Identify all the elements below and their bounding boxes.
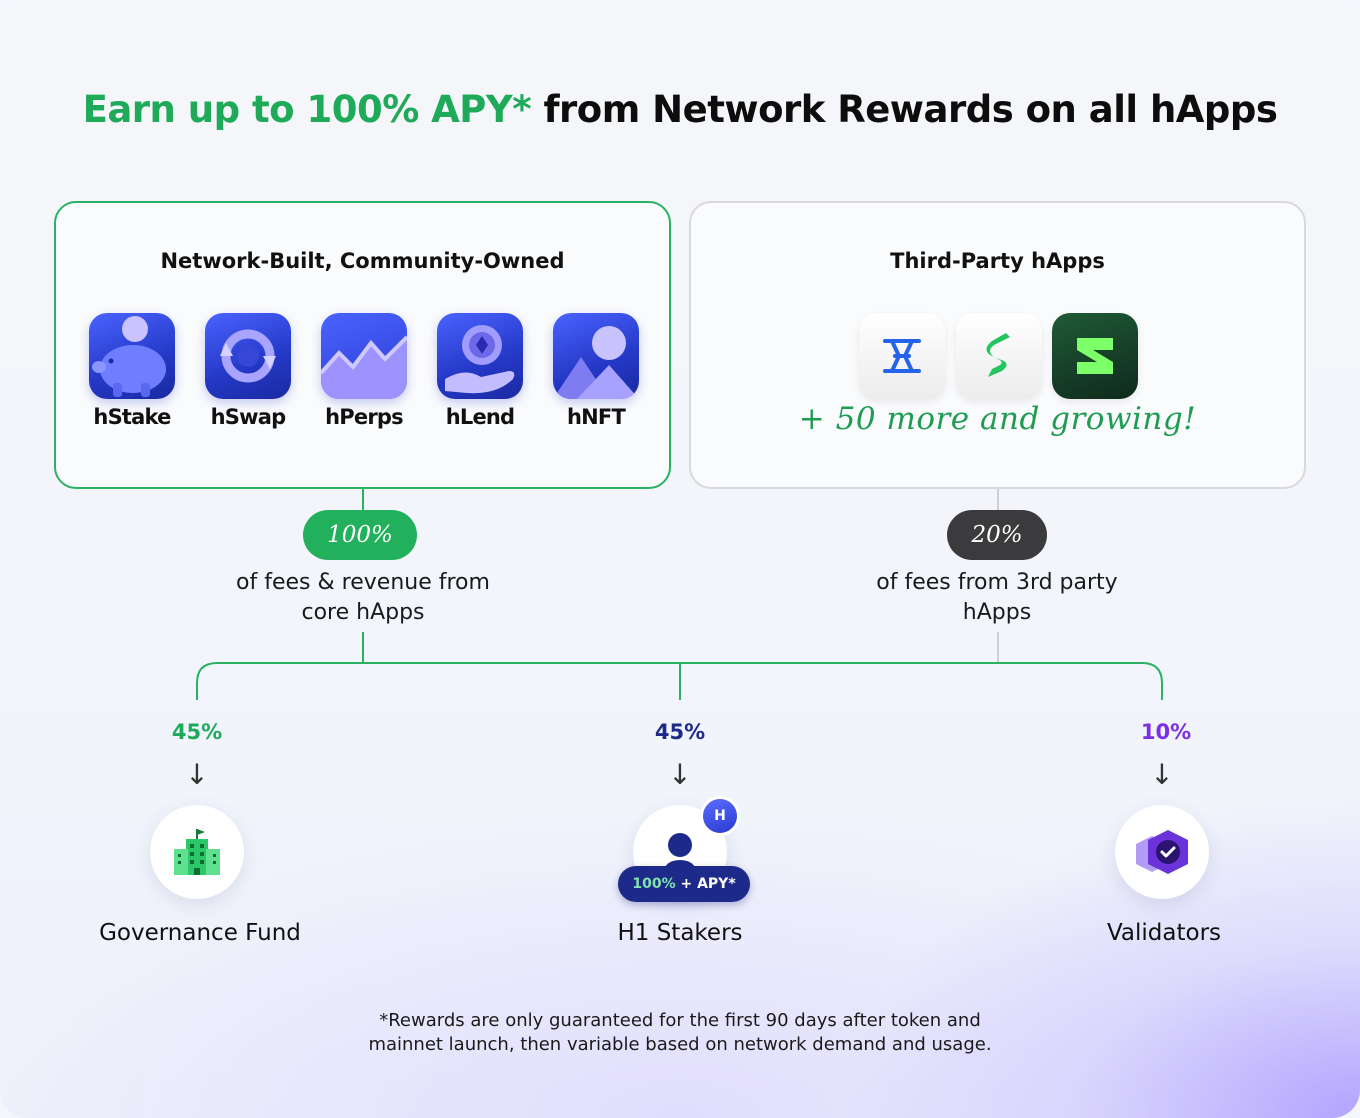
cube-check-icon xyxy=(1136,830,1188,874)
down-arrow-icon: ↓ xyxy=(185,758,209,791)
title-highlight: Earn up to 100% APY* xyxy=(82,88,532,131)
app-label: hNFT xyxy=(567,405,626,429)
app-hperps: hPerps xyxy=(319,313,409,429)
stakers-percent: 45% xyxy=(654,720,706,744)
governance-fund-label: Governance Fund xyxy=(99,920,301,946)
mountain-sun-icon xyxy=(553,313,639,399)
governance-fund-circle xyxy=(150,805,244,899)
more-happs-text: + 50 more and growing! xyxy=(798,401,1197,437)
core-fee-line1: of fees & revenue from xyxy=(236,570,490,595)
app-hlend: hLend xyxy=(435,313,525,429)
apy-badge-rest: + APY* xyxy=(680,876,736,892)
app-hnft: hNFT xyxy=(551,313,641,429)
app-hswap: hSwap xyxy=(203,313,293,429)
title-rest: from Network Rewards on all hApps xyxy=(531,88,1278,131)
green-s-logo-icon xyxy=(956,313,1042,399)
page-title: Earn up to 100% APY* from Network Reward… xyxy=(0,88,1360,131)
third-party-panel: Third-Party hApps + 50 more and growing! xyxy=(689,201,1306,489)
footnote-line1: *Rewards are only guaranteed for the fir… xyxy=(379,1010,981,1031)
app-label: hSwap xyxy=(210,405,286,429)
stakers-apy-badge: 100% + APY* xyxy=(618,866,750,902)
blue-bracket-logo-icon xyxy=(859,313,945,399)
core-fee-description: of fees & revenue from core hApps xyxy=(193,568,533,628)
piggy-bank-icon xyxy=(89,313,175,399)
validators-label: Validators xyxy=(1106,920,1222,946)
down-arrow-icon: ↓ xyxy=(668,758,692,791)
governance-percent: 45% xyxy=(171,720,223,744)
third-party-fee-description: of fees from 3rd party hApps xyxy=(827,568,1167,628)
building-icon xyxy=(174,829,220,875)
app-label: hLend xyxy=(445,405,515,429)
third-party-fee-line1: of fees from 3rd party xyxy=(876,570,1118,595)
apy-badge-number: 100% xyxy=(632,876,676,892)
h1-stakers-label: H1 Stakers xyxy=(617,920,743,946)
core-fee-pill: 100% xyxy=(303,510,417,560)
app-label: hStake xyxy=(93,405,171,429)
chart-wave-icon xyxy=(321,313,407,399)
core-fee-line2: core hApps xyxy=(301,600,425,625)
third-party-logos xyxy=(859,313,1139,399)
validators-circle xyxy=(1115,805,1209,899)
coin-hand-icon xyxy=(437,313,523,399)
core-panel-title: Network-Built, Community-Owned xyxy=(160,249,565,273)
footnote-line2: mainnet launch, then variable based on n… xyxy=(368,1034,992,1055)
h1-token-badge-icon: H xyxy=(700,796,740,836)
green-z-logo-icon xyxy=(1052,313,1138,399)
validators-percent: 10% xyxy=(1140,720,1192,744)
app-label: hPerps xyxy=(325,405,403,429)
third-party-fee-line2: hApps xyxy=(962,600,1032,625)
footnote: *Rewards are only guaranteed for the fir… xyxy=(0,1009,1360,1057)
core-happs-panel: Network-Built, Community-Owned hStake xyxy=(54,201,671,489)
third-party-panel-title: Third-Party hApps xyxy=(890,249,1105,273)
third-party-fee-pill: 20% xyxy=(947,510,1047,560)
swap-arrows-icon xyxy=(205,313,291,399)
app-hstake: hStake xyxy=(87,313,177,429)
down-arrow-icon: ↓ xyxy=(1150,758,1174,791)
